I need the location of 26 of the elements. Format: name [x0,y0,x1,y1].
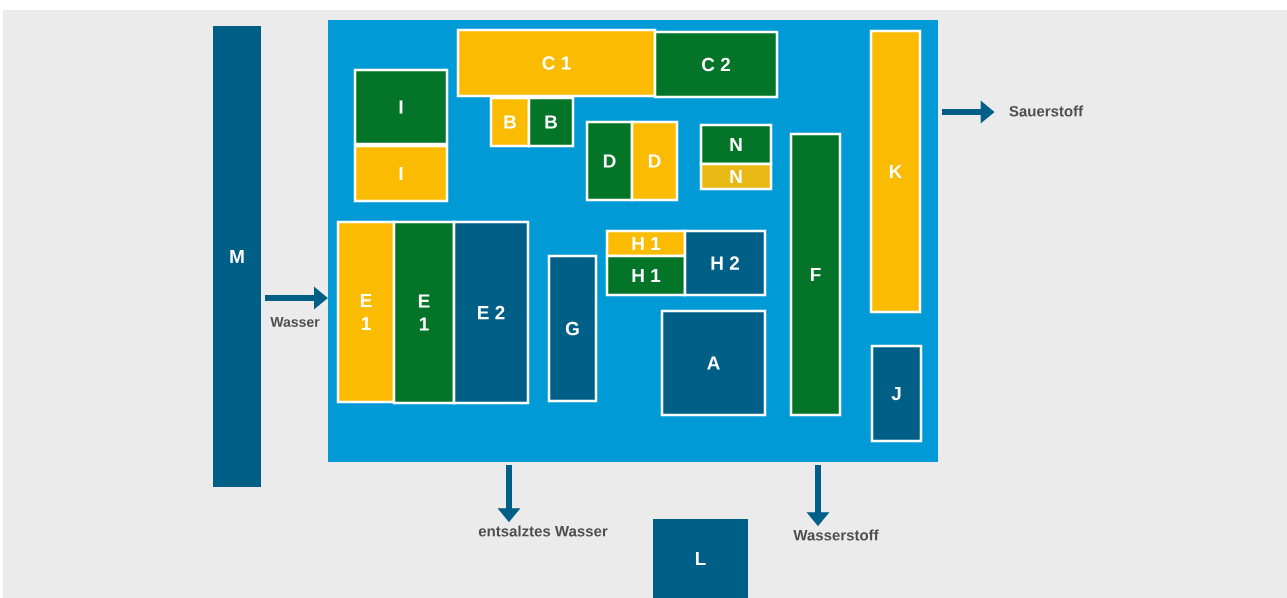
component-box: J [870,344,923,443]
component-box: I [353,144,449,203]
component-box: I [353,68,449,146]
component-box: D [585,120,634,202]
component-box: B [527,96,575,148]
component-box: M [213,26,261,487]
component-box: H 1 [605,229,687,258]
output-label: Wasserstoff [793,529,879,541]
edge-label: Wasser [270,317,320,327]
component-box: N [699,162,773,191]
output-label: entsalztes Wasser [478,525,608,537]
component-box: C 2 [653,30,779,99]
component-box: H 1 [605,254,687,297]
component-box: E 1 [336,220,396,404]
component-box: N [699,123,773,166]
component-box: H 2 [683,229,767,297]
component-box: G [547,254,598,403]
component-box: B [489,96,531,148]
component-box: L [653,519,748,598]
component-box: A [660,309,767,417]
output-label: Sauerstoff [1009,105,1084,117]
component-box: K [869,29,922,314]
component-box: F [789,132,842,417]
component-box: D [630,120,679,202]
component-box: E 2 [452,220,530,405]
component-box: E 1 [392,220,456,405]
